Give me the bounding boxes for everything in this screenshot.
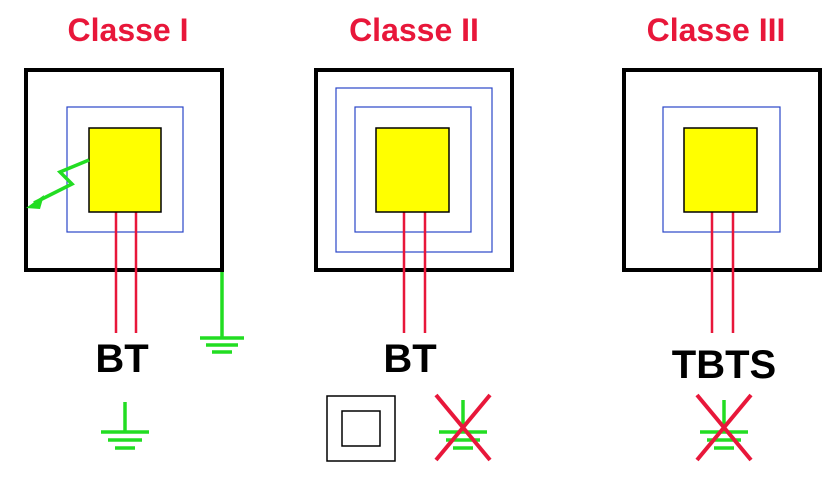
class-2-supplementary-insulation	[335, 87, 493, 253]
class-1-fault-current	[33, 158, 90, 205]
class-2-voltage-label: BT	[383, 337, 436, 381]
class-1-device	[24, 68, 244, 354]
class-1-title: Classe I	[68, 12, 189, 48]
class-2-basic-insulation	[354, 106, 472, 233]
class-3-title: Classe III	[647, 12, 786, 48]
double-square-icon	[326, 395, 396, 462]
class-1-live-part	[88, 127, 162, 213]
class-3-device	[622, 68, 822, 333]
class-3-voltage-label: TBTS	[672, 343, 776, 387]
class-1-voltage-label: BT	[95, 337, 148, 381]
class-1-metal-casing	[24, 68, 224, 272]
class-1-fault-arrow-icon	[26, 195, 44, 209]
class-3-casing	[622, 68, 822, 272]
crossed-earth-icon	[695, 393, 753, 462]
class-2-live-part	[375, 127, 450, 213]
class-3-live-part	[683, 127, 758, 213]
class-2-device	[314, 68, 514, 333]
earth-ground-icon	[101, 402, 149, 450]
class-2-title: Classe II	[349, 12, 479, 48]
crossed-earth-icon	[434, 393, 492, 462]
class-3-basic-insulation	[662, 106, 781, 233]
class-2-casing	[314, 68, 514, 272]
class-1-casing-earth-icon	[200, 272, 244, 354]
